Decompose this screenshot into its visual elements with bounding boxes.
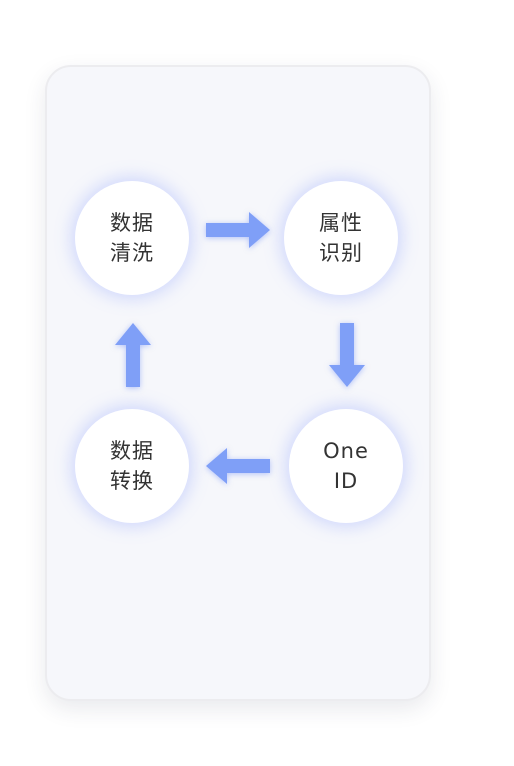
diagram-card xyxy=(45,65,431,701)
node-label-line2: ID xyxy=(333,469,359,493)
node-label-line2: 识别 xyxy=(319,241,363,265)
node-label-line1: 数据 xyxy=(110,439,154,463)
node-one-id: One ID xyxy=(289,409,403,523)
node-data-conversion: 数据 转换 xyxy=(75,409,189,523)
arrow-right-icon xyxy=(206,212,270,248)
node-label-line1: 数据 xyxy=(110,211,154,235)
node-label-line2: 转换 xyxy=(110,469,154,493)
node-label-line2: 清洗 xyxy=(110,241,154,265)
node-label-line1: 属性 xyxy=(319,211,363,235)
node-attribute-recognition: 属性 识别 xyxy=(284,181,398,295)
node-data-cleaning: 数据 清洗 xyxy=(75,181,189,295)
arrow-up-icon xyxy=(115,323,151,387)
node-label-line1: One xyxy=(323,439,369,463)
arrow-left-icon xyxy=(206,448,270,484)
arrow-down-icon xyxy=(329,323,365,387)
